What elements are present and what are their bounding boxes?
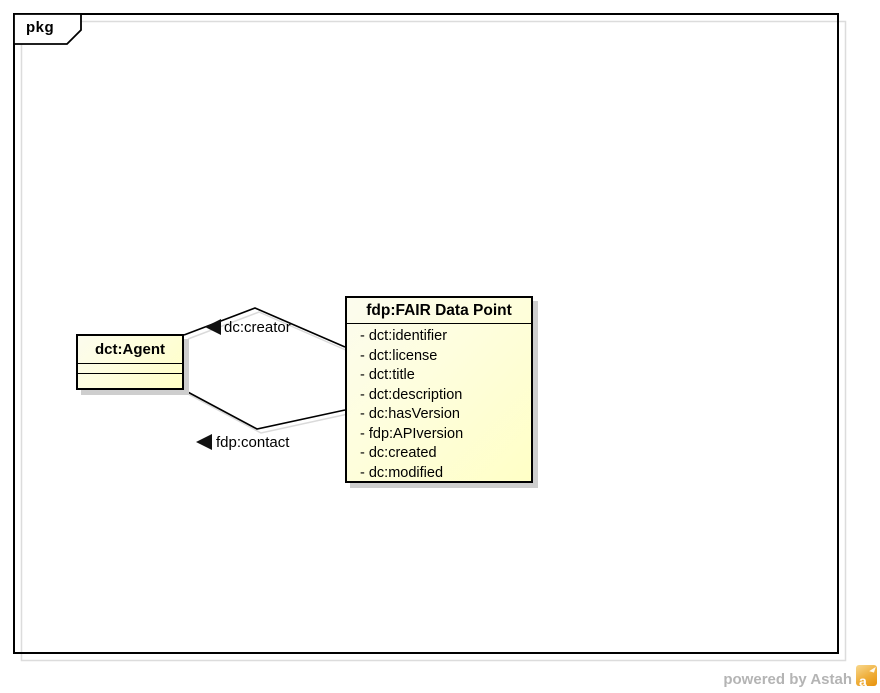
creator-direction-arrow-icon — [205, 319, 221, 335]
page-edge-rect — [20, 20, 847, 662]
astah-logo-letter: a — [859, 673, 867, 686]
watermark-text[interactable]: powered by Astah — [723, 670, 852, 688]
diagram-frame — [13, 13, 839, 654]
class-attribute: - dct:title — [360, 367, 415, 383]
astah-logo-spark-icon — [869, 665, 876, 673]
agent-operation-compartment — [78, 374, 182, 386]
class-title-fdp: fdp:FAIR Data Point — [347, 298, 531, 324]
association-label-creator[interactable]: dc:creator — [224, 319, 291, 336]
association-line-contact[interactable] — [183, 389, 346, 430]
class-attribute: - fdp:APIversion — [360, 425, 464, 442]
fdp-attribute-compartment: - dct:identifier - dct:license - dct:tit… — [347, 324, 531, 483]
class-attribute: - dc:created — [360, 445, 437, 461]
class-title-agent: dct:Agent — [78, 336, 182, 364]
class-attribute: - dct:description — [360, 386, 463, 403]
class-box-agent[interactable]: dct:Agent — [76, 334, 184, 390]
contact-line-shadow — [187, 393, 349, 434]
class-box-fdp[interactable]: fdp:FAIR Data Point - dct:identifier - d… — [345, 296, 533, 483]
class-attribute: - dct:license — [360, 347, 438, 364]
contact-direction-arrow-icon — [196, 434, 212, 450]
astah-logo-icon[interactable]: a — [856, 665, 877, 686]
association-label-contact[interactable]: fdp:contact — [216, 434, 290, 451]
class-attribute: - dc:hasVersion — [360, 406, 460, 422]
pkg-frame-tab — [13, 13, 82, 45]
pkg-tab-label: pkg — [26, 19, 55, 36]
watermark[interactable]: powered by Astah — [0, 668, 855, 690]
class-attribute: - dct:identifier — [360, 328, 448, 344]
class-attribute: - dc:modified — [360, 464, 444, 481]
agent-attribute-compartment — [78, 364, 182, 374]
